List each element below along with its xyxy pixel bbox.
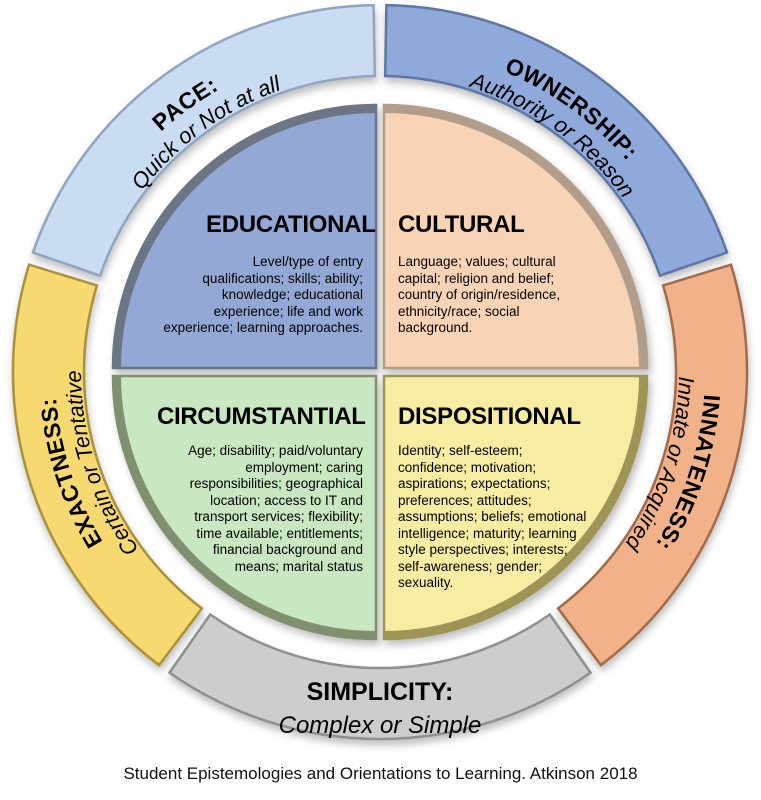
outer-ring [11, 3, 749, 741]
quadrant-dispositional [382, 374, 649, 641]
figure-caption: Student Epistemologies and Orientations … [123, 764, 638, 783]
ring-segment-simplicity [167, 612, 593, 741]
circumstantial-title: CIRCUMSTANTIAL [157, 403, 366, 430]
circumstantial-body: Age; disability; paid/voluntary employme… [188, 443, 363, 574]
inner-wheel [111, 103, 649, 641]
simplicity-subtitle: Complex or Simple [279, 712, 482, 739]
educational-body: Level/type of entry qualifications; skil… [163, 254, 363, 335]
cultural-title: CULTURAL [398, 211, 525, 238]
simplicity-title: SIMPLICITY: [307, 678, 454, 706]
dispositional-title: DISPOSITIONAL [398, 403, 581, 430]
quadrant-cultural-rim [383, 105, 647, 369]
ring-segment-exactness [11, 263, 204, 667]
quadrant-circumstantial-rim [113, 375, 377, 639]
quadrant-educational [111, 103, 378, 370]
ring-segment-pace [31, 3, 377, 278]
dispositional-body: Identity; self-esteem; confidence; motiv… [398, 443, 587, 590]
quadrant-circumstantial [111, 374, 378, 641]
educational-title: EDUCATIONAL [206, 211, 376, 238]
ring-segment-ownership [383, 3, 729, 278]
ring-segment-innateness [556, 263, 749, 667]
cultural-body: Language; values; cultural capital; reli… [398, 254, 561, 335]
quadrant-cultural [382, 103, 649, 370]
quadrant-dispositional-rim [383, 375, 647, 639]
quadrant-educational-rim [113, 105, 377, 369]
